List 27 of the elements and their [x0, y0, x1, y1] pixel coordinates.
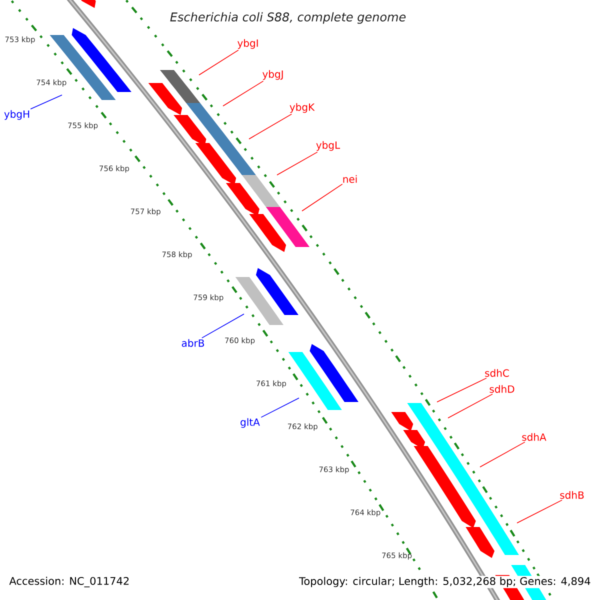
gene-label: ybgH: [4, 110, 30, 120]
leader-line: [202, 314, 244, 338]
gene-label: ybgK: [290, 103, 315, 113]
gene-label: sdhA: [522, 433, 546, 441]
gene-label: gltA: [240, 418, 260, 428]
leader-line: [198, 50, 239, 76]
leader-line: [222, 80, 264, 106]
leader-line: [260, 398, 300, 418]
leader-line: [30, 94, 62, 110]
gene-label: sdhB: [560, 491, 584, 499]
gene-label: ybgL: [316, 141, 340, 151]
leader-line: [436, 378, 487, 402]
gene-label: abrB: [182, 339, 204, 347]
leader-line: [480, 442, 526, 468]
gene-label: sdhC: [485, 369, 509, 377]
leader-line: [448, 394, 493, 418]
genome-info-text: Topology: circular; Length: 5,032,268 bp; Genes: 4,894: [298, 576, 592, 588]
title: Escherichia coli S88, complete genome: [170, 12, 406, 24]
gene-label: ybgI: [238, 39, 258, 49]
gene-label: nei: [343, 175, 357, 183]
gene-label: ybgJ: [262, 70, 283, 80]
leader-line: [276, 152, 318, 176]
leader-line: [516, 500, 562, 524]
leader-line: [248, 114, 292, 140]
gene-label: sdhD: [490, 385, 514, 393]
accession-text: Accession: NC_011742: [8, 576, 131, 588]
leader-line: [302, 184, 343, 212]
